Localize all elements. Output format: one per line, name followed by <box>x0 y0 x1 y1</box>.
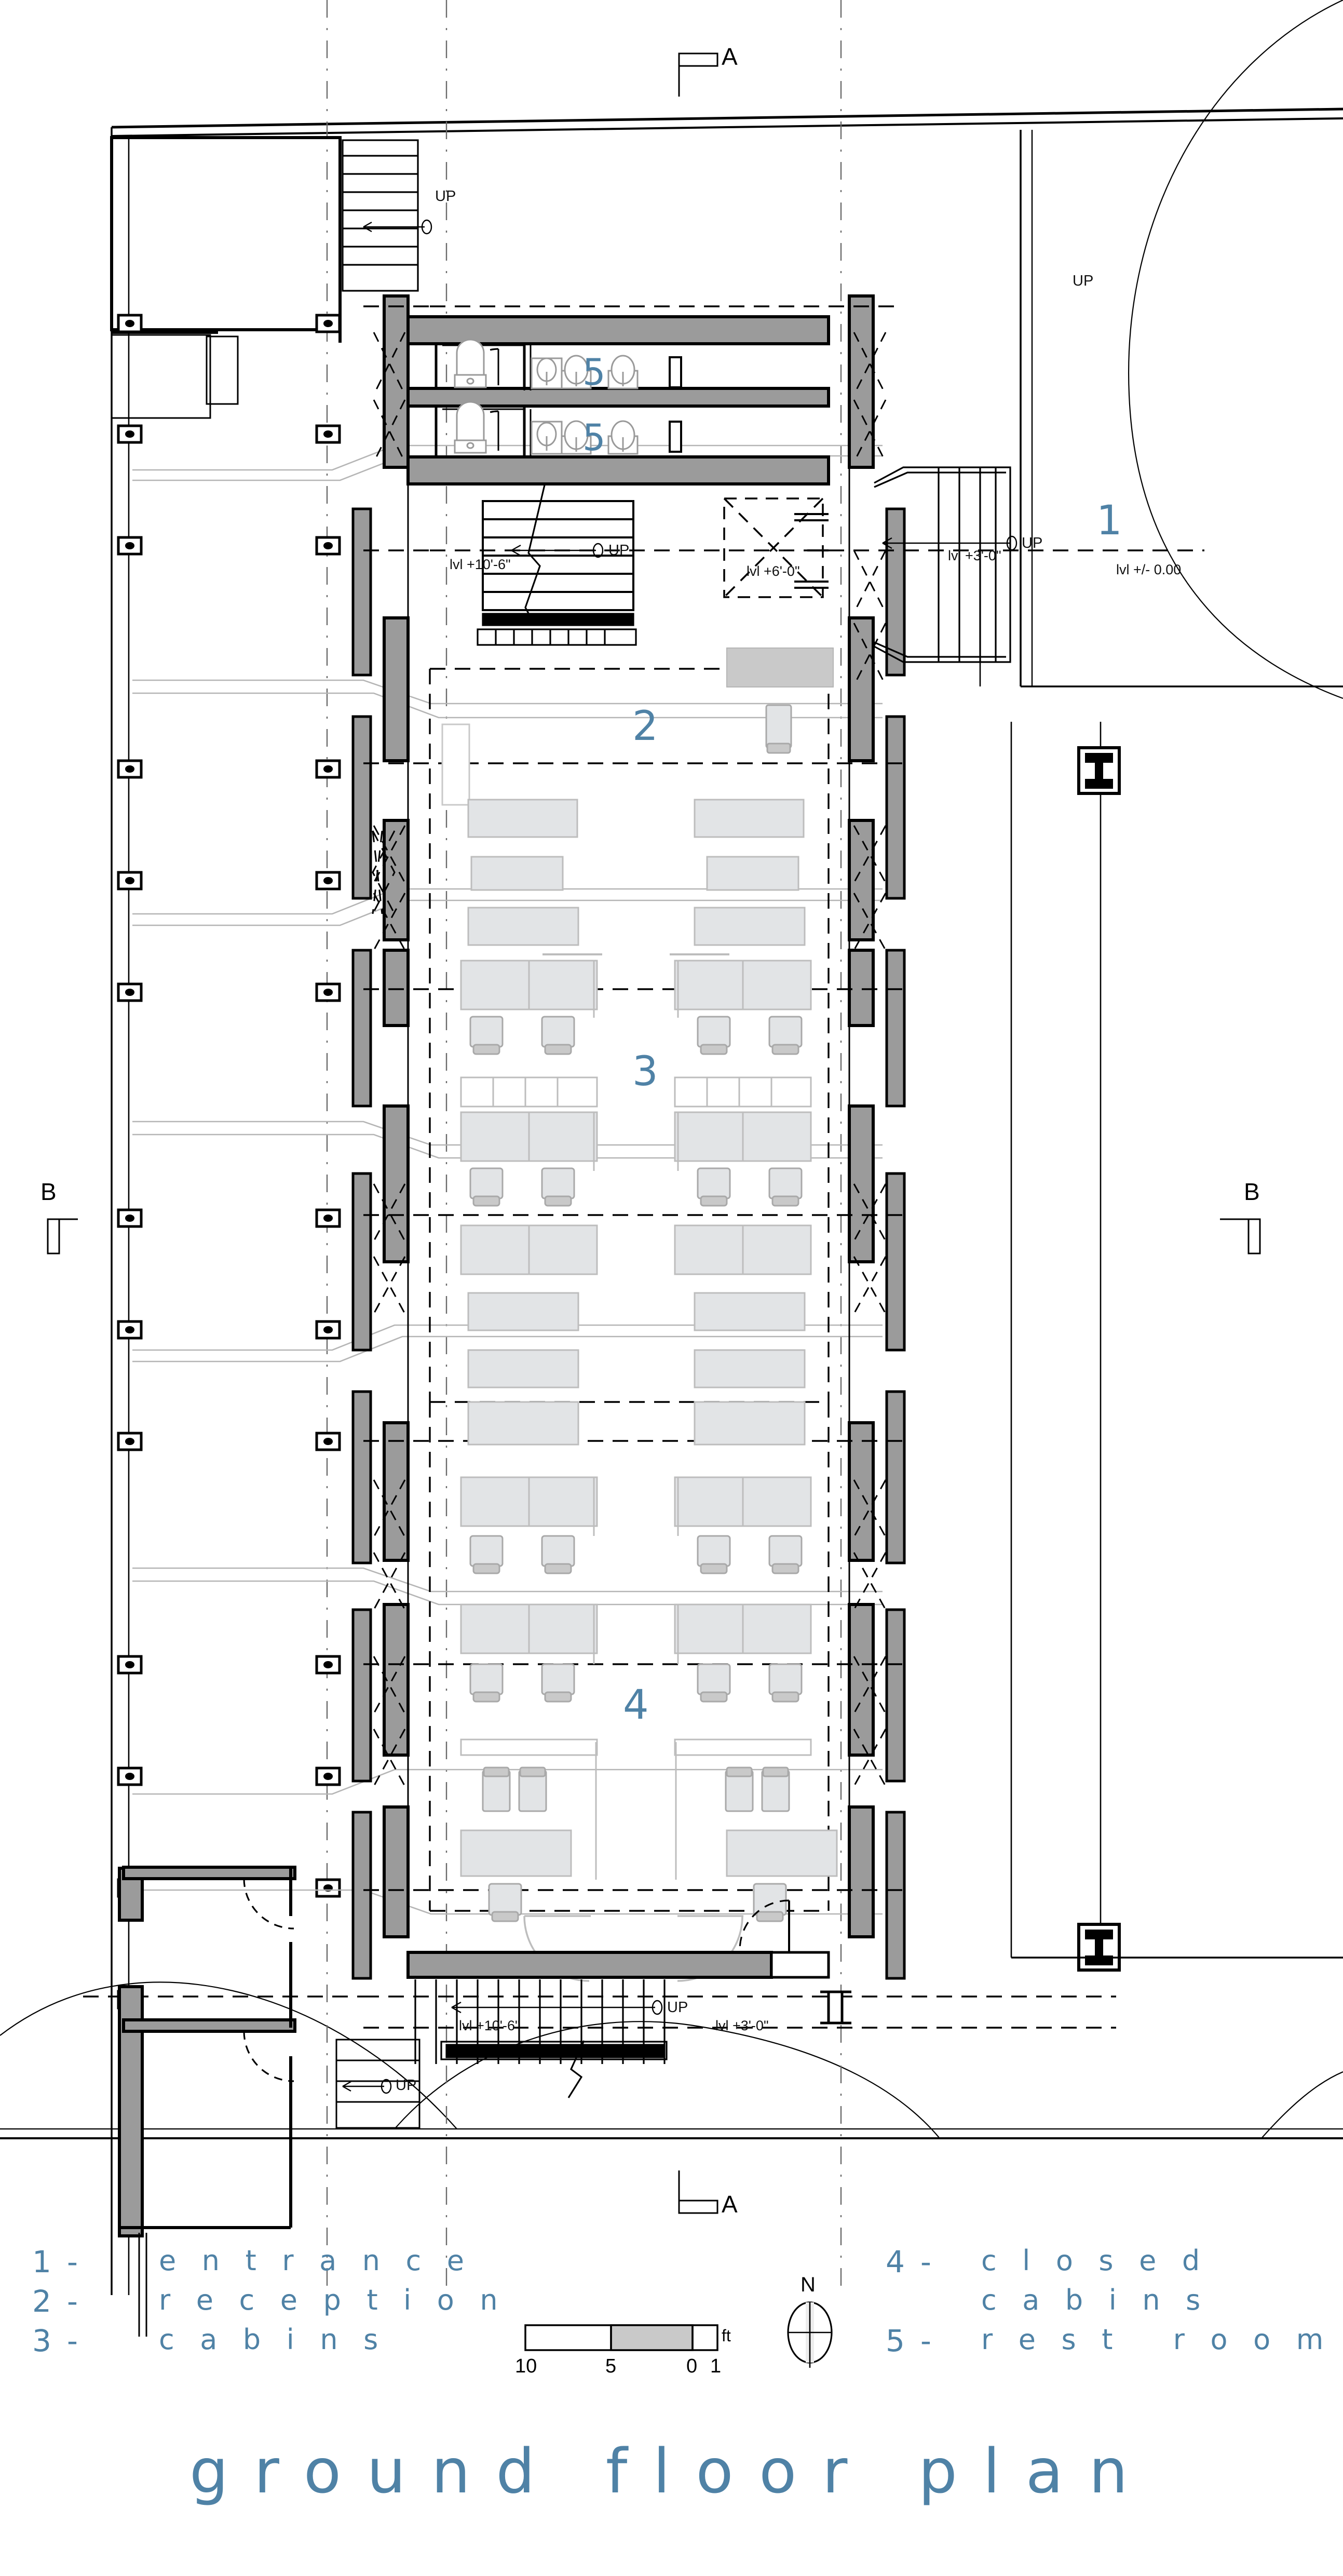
scale-tick-0: 0 <box>686 2355 698 2377</box>
legend-number-3: 3 - <box>32 2323 81 2358</box>
steel-column-upper <box>1077 746 1121 795</box>
legend-label-closed-cabins: c a b i n s <box>981 2284 1209 2316</box>
up-arrow-bottom-left <box>342 2079 392 2094</box>
level-label-lift-core: lvl +6'-0" <box>747 563 800 579</box>
section-label-b-right: B <box>1244 1178 1260 1205</box>
page-title: ground floor plan <box>189 2435 1154 2507</box>
scale-tick-1: 1 <box>710 2355 722 2377</box>
entrance-ramp <box>874 130 1343 1958</box>
section-label-a-bottom: A <box>722 2191 738 2218</box>
core-stair-upper <box>477 482 829 646</box>
steel-column-lower <box>1077 1923 1121 1972</box>
legend-label-reception: r e c e p t i o n <box>159 2284 506 2316</box>
exterior-walls <box>351 294 906 1980</box>
legend-label-cabins: c a b i n s <box>159 2323 387 2356</box>
scale-bar <box>524 2324 718 2351</box>
up-label-top-left-stair: UP <box>435 188 456 205</box>
scale-tick-10: 10 <box>515 2355 537 2377</box>
room-number-reception: 2 <box>632 703 658 750</box>
up-arrow-top-left <box>363 219 432 235</box>
closed-cabins-furniture <box>460 1476 838 1982</box>
room-number-rest-room-upper: 5 <box>582 351 606 394</box>
scale-unit-label: ft <box>722 2326 731 2345</box>
legend-number-1: 1 - <box>32 2244 81 2280</box>
up-arrow-core <box>511 543 604 558</box>
room-boundary-dashed <box>83 305 1204 2029</box>
structural-bracing <box>372 332 887 1787</box>
column-grid-markers <box>117 314 341 2009</box>
up-arrow-bottom <box>451 2000 663 2015</box>
section-label-a-top: A <box>722 43 738 70</box>
legend-number-2: 2 - <box>32 2284 81 2319</box>
grid-lines <box>326 0 842 2295</box>
up-arrow-entrance <box>882 535 1018 551</box>
level-label-top-stair: lvl +10'-6" <box>450 557 511 572</box>
rest-rooms-block <box>406 315 830 485</box>
room-number-closed-cabins: 4 <box>623 1682 649 1729</box>
neighbor-structure-bottom-left <box>118 1866 420 2237</box>
office-desk-cluster <box>460 799 812 1446</box>
up-label-entrance-ramp: UP <box>1022 535 1043 551</box>
level-label-bottom-stair: lvl +10'-6" <box>459 2018 520 2033</box>
legend-divider <box>138 2233 147 2337</box>
up-label-top-right-stair: UP <box>1073 273 1094 289</box>
north-arrow-label: N <box>801 2273 816 2296</box>
level-label-top-landing: lvl +3'-0" <box>948 548 1001 563</box>
section-label-b-left: B <box>40 1178 57 1205</box>
up-label-core-stair: UP <box>608 542 630 559</box>
up-label-bottom-stair: UP <box>667 1999 688 2016</box>
reception-furniture <box>441 648 834 806</box>
north-arrow <box>787 2301 833 2368</box>
room-number-cabins: 3 <box>632 1048 658 1095</box>
up-label-bottom-left-stair: UP <box>396 2077 417 2094</box>
legend-number-4: 4 - <box>886 2244 934 2280</box>
level-label-bottom-landing: lvl +3'-0" <box>715 2018 769 2033</box>
scale-tick-5: 5 <box>605 2355 617 2377</box>
legend-label-closed: c l o s e d <box>981 2244 1209 2277</box>
neighbor-structure-left <box>110 136 432 419</box>
legend-label-rest-room: r e s t r o o m <box>981 2323 1332 2356</box>
legend-number-5: 5 - <box>886 2323 934 2358</box>
legend-label-entrance: e n t r a n c e <box>159 2244 473 2277</box>
room-number-entrance: 1 <box>1096 497 1122 544</box>
site-context-lines <box>0 0 1343 2295</box>
core-stair-lower <box>406 1899 851 2098</box>
section-marker-graphics <box>47 52 1261 2214</box>
level-label-entrance-grade: lvl +/- 0.00 <box>1116 562 1182 577</box>
room-number-rest-room-lower: 5 <box>582 416 606 459</box>
